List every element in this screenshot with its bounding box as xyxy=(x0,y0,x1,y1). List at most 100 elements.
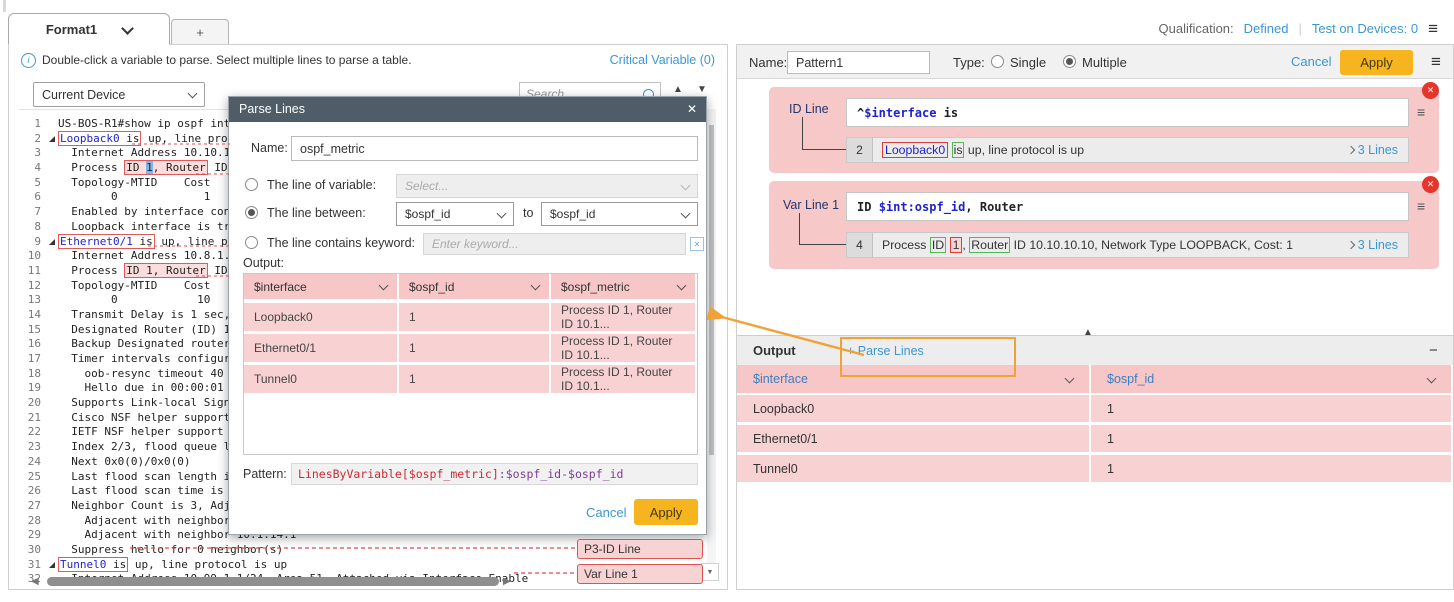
pattern-label: Pattern: xyxy=(243,467,287,481)
between-to-value: $ospf_id xyxy=(550,207,596,221)
column-header[interactable]: $ospf_id xyxy=(1091,365,1451,393)
type-multiple-label: Multiple xyxy=(1082,55,1127,70)
clear-keyword-icon[interactable]: ✕ xyxy=(690,237,704,251)
apply-label: Apply xyxy=(1360,55,1393,70)
scroll-left-icon[interactable]: ◀ xyxy=(31,576,39,587)
close-icon[interactable]: ✕ xyxy=(686,102,697,116)
line-of-variable-select[interactable]: Select... xyxy=(396,174,698,198)
code-line[interactable]: 19 Hello due in 00:00:01 xyxy=(19,381,707,396)
add-tab-button[interactable]: + xyxy=(171,19,229,44)
pattern-apply-button[interactable]: Apply xyxy=(1340,50,1413,75)
pattern-menu-icon[interactable]: ≡ xyxy=(1431,52,1441,71)
between-from-select[interactable]: $ospf_id xyxy=(396,202,514,226)
column-header[interactable]: $interface xyxy=(244,274,397,299)
expander-spacer xyxy=(49,220,58,235)
line-number: 23 xyxy=(27,440,41,454)
expander-icon[interactable] xyxy=(49,558,58,573)
keyword-input[interactable]: Enter keyword... xyxy=(423,233,686,255)
type-single-label: Single xyxy=(1010,55,1047,70)
expander-spacer xyxy=(49,352,58,367)
between-to-select[interactable]: $ospf_id xyxy=(541,202,698,226)
code-text: Next 0x0(0)/0x0(0) xyxy=(58,454,191,468)
minimize-icon[interactable]: − xyxy=(1429,342,1438,359)
line-number: 12 xyxy=(27,278,41,292)
horizontal-scrollbar[interactable] xyxy=(47,577,499,586)
tab-format1[interactable]: Format1 xyxy=(8,13,170,45)
table-cell: Process ID 1, Router ID 10.1... xyxy=(551,303,695,331)
id-line-lines-link[interactable]: 3 Lines xyxy=(1346,138,1398,162)
chevron-down-icon xyxy=(680,208,691,218)
pattern-cancel-button[interactable]: Cancel xyxy=(1291,54,1332,69)
table-cell: Tunnel0 xyxy=(737,455,1089,482)
column-header[interactable]: $interface xyxy=(737,365,1089,393)
column-header[interactable]: $ospf_metric xyxy=(551,274,695,299)
expander-spacer xyxy=(49,455,58,470)
search-next-button[interactable]: ▼ xyxy=(697,84,707,95)
connector-line xyxy=(799,213,800,245)
qualification-value-link[interactable]: Defined xyxy=(1243,21,1289,36)
critical-variable-link[interactable]: Critical Variable (0) xyxy=(609,53,715,67)
radio-type-single[interactable] xyxy=(991,55,1004,68)
column-header[interactable]: $ospf_id xyxy=(399,274,549,299)
expander-icon[interactable] xyxy=(49,132,58,147)
annotation-var-line-1: Var Line 1 xyxy=(577,564,703,584)
radio-line-between[interactable] xyxy=(245,206,258,219)
id-line-delete-icon[interactable]: ✕ xyxy=(1422,82,1439,99)
line-of-variable-label: The line of variable: xyxy=(267,178,377,192)
var-line-lines-link[interactable]: 3 Lines xyxy=(1346,233,1398,257)
table-cell: 1 xyxy=(399,365,549,393)
line-number: 5 xyxy=(34,175,41,189)
parse-lines-dialog: Parse Lines ✕ Name: ospf_metric The line… xyxy=(228,96,707,535)
id-line-menu-icon[interactable]: ≡ xyxy=(1417,104,1426,120)
scroll-right-icon[interactable]: ▶ xyxy=(503,576,511,587)
type-label: Type: xyxy=(953,55,985,70)
expander-spacer xyxy=(49,279,58,294)
device-selector[interactable]: Current Device xyxy=(33,82,205,107)
expander-spacer xyxy=(49,543,58,558)
expander-spacer xyxy=(49,117,58,132)
code-line[interactable]: 24 Next 0x0(0)/0x0(0) xyxy=(19,455,707,470)
cancel-button[interactable]: Cancel xyxy=(586,505,627,520)
var-line-delete-icon[interactable]: ✕ xyxy=(1422,176,1439,193)
expander-spacer xyxy=(49,161,58,176)
expander-spacer xyxy=(49,514,58,529)
line-number: 25 xyxy=(27,469,41,483)
line-number: 13 xyxy=(27,293,41,307)
menu-icon[interactable]: ≡ xyxy=(1428,19,1438,38)
radio-line-of-variable[interactable] xyxy=(245,178,258,191)
code-line[interactable]: 30 Suppress hello for 0 neighbor(s) xyxy=(19,543,707,558)
radio-line-contains[interactable] xyxy=(245,236,258,249)
id-line-pattern-input[interactable]: ^$interface is xyxy=(846,98,1409,127)
info-icon: i xyxy=(21,52,36,68)
line-number: 2 xyxy=(847,138,873,162)
pattern-name-field[interactable]: Pattern1 xyxy=(787,51,930,74)
parse-lines-link[interactable]: + Parse Lines xyxy=(847,343,924,358)
line-number: 2 xyxy=(34,131,41,145)
expander-icon[interactable] xyxy=(49,235,58,250)
line-number: 27 xyxy=(27,498,41,512)
scroll-down-icon[interactable]: ▼ xyxy=(701,563,719,581)
table-cell: Tunnel0 xyxy=(244,365,397,393)
code-line[interactable]: 33 xyxy=(19,587,707,589)
line-number: 10 xyxy=(27,249,41,263)
var-line-pattern-input[interactable]: ID $int:ospf_id, Router xyxy=(846,192,1409,221)
line-number: 26 xyxy=(27,484,41,498)
collapse-icon[interactable]: ▲ xyxy=(1083,327,1093,338)
var-line-menu-icon[interactable]: ≡ xyxy=(1417,198,1426,214)
expander-spacer xyxy=(49,323,58,338)
line-number: 9 xyxy=(34,234,41,248)
test-on-devices-link[interactable]: Test on Devices: 0 xyxy=(1311,21,1419,36)
var-line-block: Var Line 1 ID $int:ospf_id, Router ≡ 4 P… xyxy=(769,181,1439,269)
expander-spacer xyxy=(49,499,58,514)
apply-button[interactable]: Apply xyxy=(634,499,698,525)
name-field[interactable]: ospf_metric xyxy=(291,136,698,161)
radio-type-multiple[interactable] xyxy=(1063,55,1076,68)
search-prev-button[interactable]: ▲ xyxy=(673,84,683,95)
vertical-scrollbar[interactable] xyxy=(709,125,714,455)
code-line[interactable]: 18 oob-resync timeout 40 xyxy=(19,367,707,382)
